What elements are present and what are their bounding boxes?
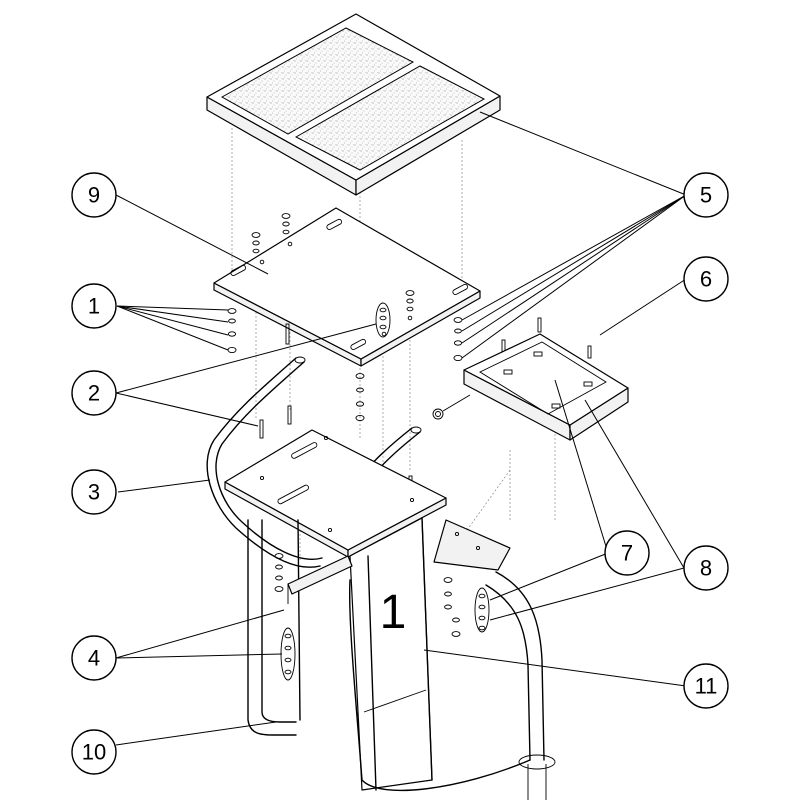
callout-9: 9 [71,172,117,218]
svg-text:8: 8 [700,556,712,581]
svg-text:10: 10 [82,740,106,765]
svg-text:6: 6 [700,267,712,292]
callout-bubbles: 1 2 3 4 5 6 7 8 9 10 11 [71,172,729,775]
callout-8: 8 [683,545,729,591]
right-leg [349,571,556,800]
svg-text:7: 7 [621,541,633,566]
callout-10: 10 [71,729,117,775]
callout-1: 1 [71,283,117,329]
callout-5: 5 [683,172,729,218]
svg-text:9: 9 [88,183,100,208]
center-post [349,517,511,791]
svg-text:4: 4 [88,646,100,671]
upper-plate [213,207,481,367]
step-cover [206,13,501,196]
callout-2: 2 [71,370,117,416]
callout-7: 7 [604,530,650,576]
callout-6: 6 [683,256,729,302]
callout-4: 4 [71,635,117,681]
callout-11: 11 [683,663,729,709]
lower-hardware [274,553,490,681]
step-number-mark: 1 [380,586,407,639]
leader-lines [115,111,687,746]
left-leg [247,519,353,736]
svg-text:11: 11 [695,674,718,699]
svg-text:5: 5 [700,183,712,208]
side-block [432,333,629,441]
svg-text:2: 2 [88,381,100,406]
svg-text:1: 1 [88,294,100,319]
lower-plate [224,429,447,558]
svg-text:3: 3 [88,480,100,505]
callout-3: 3 [71,469,117,515]
